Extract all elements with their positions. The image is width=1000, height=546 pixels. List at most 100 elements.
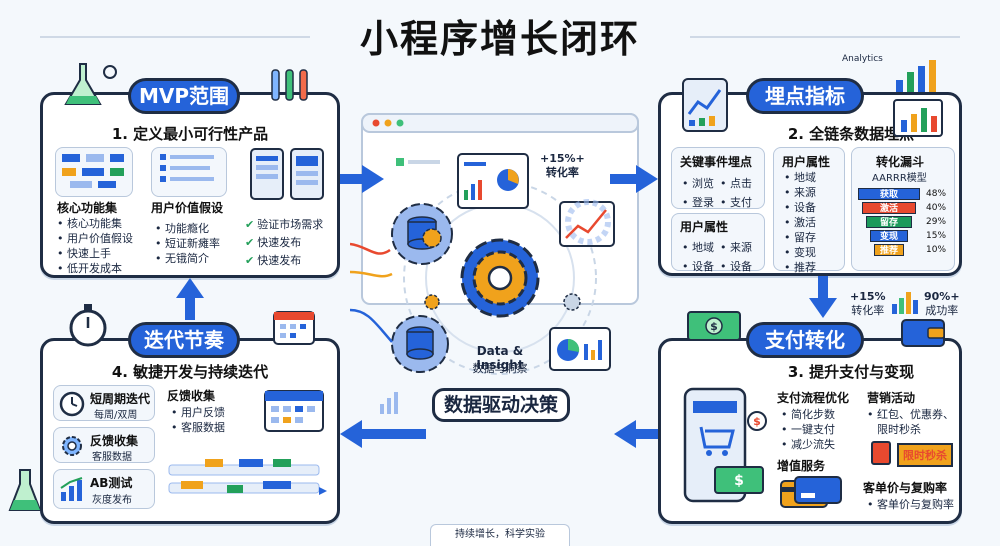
funnel-stage: 变现 xyxy=(870,230,908,242)
iterate-pill: 迭代节奏 xyxy=(128,322,240,358)
core-features-label: 核心功能集 xyxy=(57,201,118,215)
list-item: 地域 xyxy=(784,170,816,185)
short-cycle-title: 短周期迭代 xyxy=(90,392,151,406)
svg-text:$: $ xyxy=(734,473,744,489)
checklist-icon xyxy=(160,154,214,182)
check-item: ✔快速发布 xyxy=(245,236,302,249)
user-attr-small-list: 地域来源 设备设备 xyxy=(682,236,762,274)
list-item: 地域 xyxy=(682,240,720,255)
user-attr-label-2: 用户属性 xyxy=(782,155,831,169)
check-item: ✔验证市场需求 xyxy=(245,218,324,231)
validation-checks: ✔验证市场需求 ✔快速发布 ✔快速发布 xyxy=(245,216,323,270)
list-item: 简化步数 xyxy=(781,407,835,422)
bar-chart-icon-2 xyxy=(893,99,943,137)
growth-chart-icon xyxy=(60,477,83,501)
list-item: 登录 xyxy=(682,195,720,210)
list-item: 功能瘾化 xyxy=(155,221,220,236)
dashboard-card xyxy=(457,153,529,209)
phone-shop-icon: $ $ xyxy=(683,387,767,503)
funnel-pct: 10% xyxy=(926,245,947,255)
conversion-value: +15%+ xyxy=(540,152,585,165)
arrow-right-icon xyxy=(362,165,384,193)
funnel-stage: 留存 xyxy=(866,216,912,228)
funnel-stage: 获取 xyxy=(858,188,920,200)
value-hypothesis-label: 用户价值假设 xyxy=(151,201,224,215)
list-item: 支付 xyxy=(720,195,752,210)
feedback-title: 反馈收集 xyxy=(90,434,139,448)
data-driven-banner: 数据驱动决策 xyxy=(432,388,570,422)
mvp-pill: MVP范围 xyxy=(128,78,240,114)
arrow-shaft xyxy=(362,429,426,439)
core-features-list: 核心功能集 用户价值假设 快速上手 低开发成本 xyxy=(57,216,133,276)
wallet-icon xyxy=(901,319,945,347)
money-icon: $ xyxy=(687,311,741,341)
check-icon: ✔ xyxy=(245,254,255,267)
list-item-cont: 限时秒杀 xyxy=(877,423,921,436)
list-item: 一键支付 xyxy=(781,422,835,437)
list-item: 短证新瘫率 xyxy=(155,236,220,251)
feedback-sub: 客服数据 xyxy=(92,452,132,463)
funnel-stage: 激活 xyxy=(862,202,916,214)
value-list: 功能瘾化 短证新瘫率 无锇简介 xyxy=(155,221,220,266)
user-attr-list: 地域 来源 设备 激活 留存 变现 推荐 xyxy=(784,170,816,275)
arrow-shaft xyxy=(818,276,828,298)
funnel-stage: 推荐 xyxy=(874,244,904,256)
arrow-up-icon xyxy=(176,278,204,298)
short-cycle-card[interactable]: 短周期迭代 每周/双周 xyxy=(53,385,155,421)
conversion-label: 转化率 xyxy=(545,166,579,179)
feedback-collect-label: 反馈收集 xyxy=(167,389,216,403)
funnel-pct: 29% xyxy=(926,217,947,227)
phone-icon xyxy=(250,148,324,200)
core-features-card xyxy=(55,147,133,197)
list-item: 变现 xyxy=(784,245,816,260)
gear-icon xyxy=(62,436,82,456)
flask-small-icon xyxy=(8,469,42,511)
ab-test-card[interactable]: AB测试 灰度发布 xyxy=(53,469,155,509)
funnel-pct: 15% xyxy=(926,231,947,241)
pay-flow-list: 简化步数 一键支付 减少流失 xyxy=(781,407,835,452)
events-list: 浏览点击 登录支付 xyxy=(682,172,762,210)
feedback-list: 用户反馈 客服数据 xyxy=(171,405,225,435)
ab-test-sub: 灰度发布 xyxy=(92,495,132,506)
mvp-heading: 1. 定义最小可行性产品 xyxy=(111,125,269,143)
flask-icon xyxy=(64,63,117,105)
calendar-icon xyxy=(264,390,324,432)
title-rule-left xyxy=(40,36,310,38)
center-hub xyxy=(350,113,639,414)
phone-mockups xyxy=(247,147,331,207)
list-item: 用户价值假设 xyxy=(57,231,133,246)
title-rule-right xyxy=(690,36,960,38)
arrow-left-icon xyxy=(614,420,636,448)
mid-conv-label: 转化率 xyxy=(851,304,885,317)
iterate-heading: 4. 敏捷开发与持续迭代 xyxy=(111,363,269,381)
funnel-pct: 40% xyxy=(926,203,947,213)
mid-conv-value: +15% xyxy=(850,290,886,303)
tracking-heading: 2. 全链条数据埋点 xyxy=(787,125,915,143)
feedback-card[interactable]: 反馈收集 客服数据 xyxy=(53,427,155,463)
flow-chart-icon xyxy=(62,154,124,188)
aov-label: 客单价与复购率 xyxy=(863,481,948,495)
flash-sale-tag[interactable]: 限时秒杀 xyxy=(897,443,953,467)
short-cycle-sub: 每周/双周 xyxy=(94,410,138,421)
success-label: 成功率 xyxy=(925,304,959,317)
list-item: 无锇简介 xyxy=(155,251,220,266)
arrow-right-icon xyxy=(636,165,658,193)
check-item: ✔快速发布 xyxy=(245,254,302,267)
svg-text:$: $ xyxy=(753,415,761,428)
arrow-shaft xyxy=(340,174,362,184)
check-icon: ✔ xyxy=(245,218,255,231)
pay-flow-label: 支付流程优化 xyxy=(777,391,850,405)
list-item: 点击 xyxy=(720,176,752,191)
success-stat: 90%+ 成功率 xyxy=(924,290,960,318)
payment-heading: 3. 提升支付与变现 xyxy=(787,363,915,381)
value-hypothesis-card xyxy=(151,147,227,197)
iterate-panel: 4. 敏捷开发与持续迭代 短周期迭代 每周/双周 反馈收集 客服数据 AB测试 … xyxy=(40,338,340,524)
list-item: 用户反馈 xyxy=(171,405,225,420)
aov-list: 客单价与复购率 xyxy=(867,497,954,512)
list-item: 来源 xyxy=(784,185,816,200)
arrow-down-icon xyxy=(809,298,837,318)
list-item: 设备 xyxy=(784,200,816,215)
value-added-label: 增值服务 xyxy=(777,459,826,473)
insight-en: Data & Insight xyxy=(476,344,524,372)
payment-panel: 3. 提升支付与变现 $ $ 支付流程优化 简化步数 一键支付 减少流失 营销活… xyxy=(658,338,962,524)
